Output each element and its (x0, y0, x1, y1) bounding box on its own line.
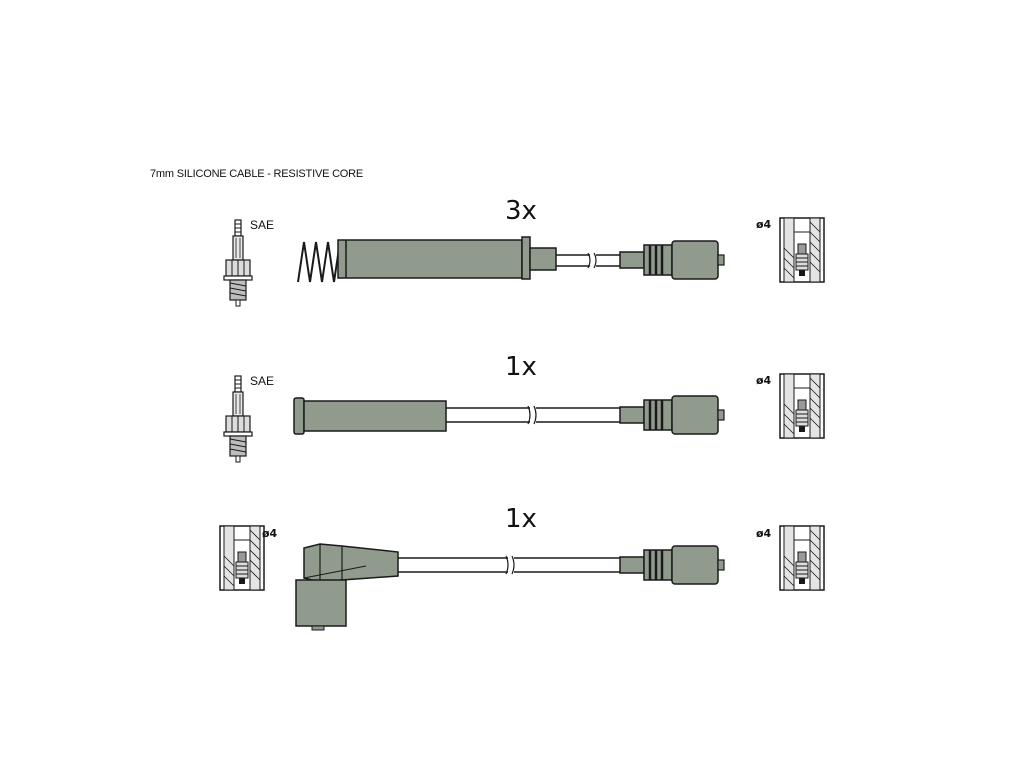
row-1-right-label: ø4 (756, 218, 772, 231)
row-3-quantity: 1x (505, 504, 537, 534)
terminal-icon (779, 525, 825, 591)
spring-icon (297, 241, 341, 283)
plug-boot (337, 239, 523, 279)
row-2-right-label: ø4 (756, 374, 772, 387)
plug-boot (303, 400, 447, 432)
row-3-left-label: ø4 (262, 527, 278, 540)
coil-boot (618, 239, 726, 281)
cable-spec-heading: 7mm SILICONE CABLE - RESISTIVE CORE (150, 168, 364, 180)
row-2-left-label: SAE (250, 374, 275, 388)
row-1-left-label: SAE (250, 218, 275, 232)
terminal-icon (779, 217, 825, 283)
row-2-quantity: 1x (505, 352, 537, 382)
row-1-quantity: 3x (505, 196, 537, 226)
spark-plug-icon (223, 375, 253, 463)
coil-boot (618, 394, 726, 436)
row-3-right-label: ø4 (756, 527, 772, 540)
row-3-cable (219, 525, 825, 631)
terminal-icon (779, 373, 825, 439)
row-2-cable (223, 373, 825, 463)
coil-boot (618, 544, 726, 586)
row-1-cable (223, 217, 825, 307)
spark-plug-icon (223, 219, 253, 307)
angled-plug-boot (295, 543, 399, 631)
terminal-icon (219, 525, 265, 591)
